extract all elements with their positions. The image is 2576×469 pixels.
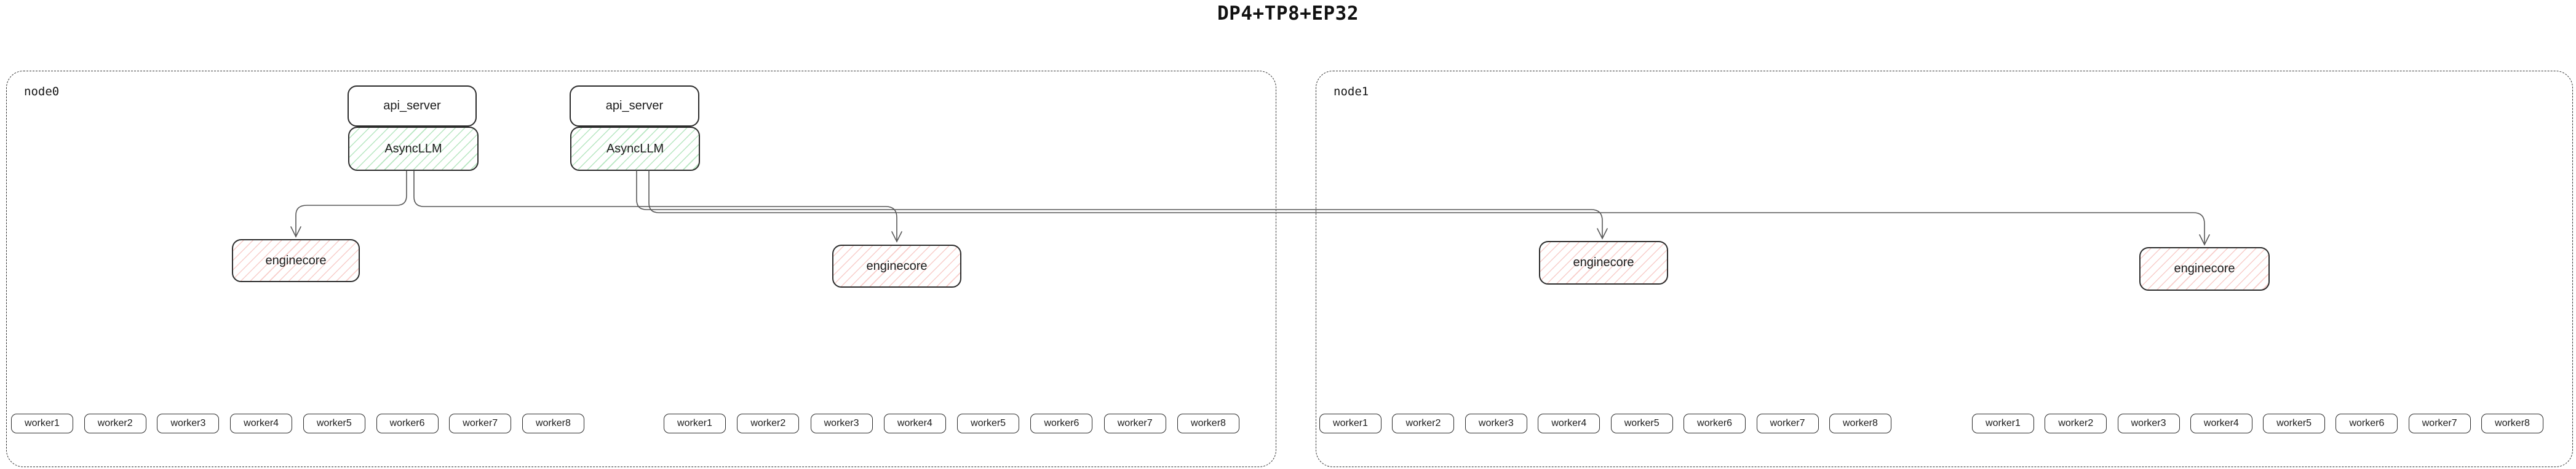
worker-label: worker6 (1697, 418, 1733, 428)
worker-label: worker6 (389, 418, 425, 428)
node1-container: node1 (1316, 71, 2573, 467)
worker-group-4: worker1 worker2 worker3 worker4 worker5 … (1972, 414, 2543, 433)
worker-label: worker3 (824, 418, 859, 428)
worker-label: worker6 (1044, 418, 1079, 428)
worker-label: worker4 (244, 418, 279, 428)
enginecore-label-3: enginecore (1573, 256, 1634, 269)
node0-label: node0 (24, 85, 60, 98)
worker-label: worker5 (1624, 418, 1660, 428)
worker-box: worker5 (1610, 414, 1673, 433)
worker-label: worker3 (2131, 418, 2166, 428)
asyncllm-box-2: AsyncLLM (570, 127, 700, 171)
worker-group-2: worker1 worker2 worker3 worker4 worker5 … (664, 414, 1239, 433)
worker-label: worker4 (1551, 418, 1587, 428)
enginecore-box-3: enginecore (1539, 241, 1668, 285)
worker-label: worker1 (1333, 418, 1368, 428)
enginecore-box-4: enginecore (2139, 247, 2270, 291)
worker-label: worker5 (971, 418, 1006, 428)
worker-box: worker3 (2117, 414, 2180, 433)
worker-label: worker2 (97, 418, 133, 428)
worker-label: worker8 (1191, 418, 1226, 428)
worker-label: worker2 (2058, 418, 2094, 428)
worker-box: worker1 (1972, 414, 2034, 433)
worker-box: worker6 (1684, 414, 1746, 433)
worker-label: worker5 (316, 418, 352, 428)
worker-label: worker7 (1770, 418, 1805, 428)
enginecore-label-4: enginecore (2174, 262, 2235, 275)
worker-group-3: worker1 worker2 worker3 worker4 worker5 … (1319, 414, 1891, 433)
worker-box: worker4 (883, 414, 946, 433)
worker-box: worker4 (2190, 414, 2252, 433)
asyncllm-box-1: AsyncLLM (348, 127, 479, 171)
worker-box: worker2 (737, 414, 800, 433)
worker-box: worker1 (1319, 414, 1381, 433)
worker-box: worker7 (449, 414, 512, 433)
worker-label: worker7 (2422, 418, 2457, 428)
api-server-label-2: api_server (605, 99, 664, 112)
worker-label: worker3 (1478, 418, 1514, 428)
worker-box: worker6 (1030, 414, 1093, 433)
worker-label: worker5 (2276, 418, 2312, 428)
worker-label: worker8 (2495, 418, 2530, 428)
worker-box: worker3 (810, 414, 873, 433)
worker-box: worker8 (1177, 414, 1239, 433)
worker-label: worker6 (2349, 418, 2385, 428)
worker-label: worker1 (677, 418, 712, 428)
worker-box: worker4 (1538, 414, 1600, 433)
worker-label: worker1 (25, 418, 60, 428)
worker-box: worker3 (1465, 414, 1527, 433)
worker-label: worker1 (1986, 418, 2021, 428)
worker-box: worker2 (2045, 414, 2107, 433)
worker-box: worker8 (1829, 414, 1891, 433)
worker-box: worker8 (522, 414, 584, 433)
worker-label: worker7 (463, 418, 498, 428)
worker-label: worker2 (750, 418, 786, 428)
worker-box: worker2 (84, 414, 146, 433)
worker-label: worker8 (1843, 418, 1878, 428)
worker-box: worker7 (1103, 414, 1166, 433)
enginecore-label-2: enginecore (866, 259, 928, 273)
worker-label: worker7 (1117, 418, 1153, 428)
api-server-box-2: api_server (570, 85, 699, 127)
api-server-label-1: api_server (383, 99, 441, 112)
worker-label: worker4 (897, 418, 932, 428)
worker-group-1: worker1 worker2 worker3 worker4 worker5 … (11, 414, 584, 433)
worker-box: worker5 (303, 414, 365, 433)
asyncllm-label-1: AsyncLLM (384, 141, 442, 156)
worker-box: worker5 (957, 414, 1020, 433)
worker-label: worker3 (170, 418, 206, 428)
worker-box: worker6 (376, 414, 439, 433)
worker-box: worker3 (157, 414, 220, 433)
diagram-title: DP4+TP8+EP32 (1217, 2, 1359, 25)
worker-box: worker7 (1756, 414, 1819, 433)
worker-box: worker1 (11, 414, 73, 433)
node1-label: node1 (1334, 85, 1369, 98)
asyncllm-label-2: AsyncLLM (606, 141, 664, 156)
worker-box: worker2 (1392, 414, 1455, 433)
worker-box: worker1 (664, 414, 726, 433)
enginecore-box-2: enginecore (832, 245, 961, 288)
node0-container: node0 (6, 71, 1276, 467)
worker-box: worker5 (2263, 414, 2326, 433)
worker-box: worker6 (2335, 414, 2398, 433)
enginecore-label-1: enginecore (265, 253, 327, 267)
worker-label: worker2 (1405, 418, 1441, 428)
enginecore-box-1: enginecore (232, 239, 360, 282)
worker-box: worker8 (2481, 414, 2543, 433)
worker-box: worker4 (230, 414, 293, 433)
worker-label: worker4 (2203, 418, 2239, 428)
worker-label: worker8 (535, 418, 571, 428)
worker-box: worker7 (2408, 414, 2471, 433)
api-server-box-1: api_server (348, 85, 477, 127)
